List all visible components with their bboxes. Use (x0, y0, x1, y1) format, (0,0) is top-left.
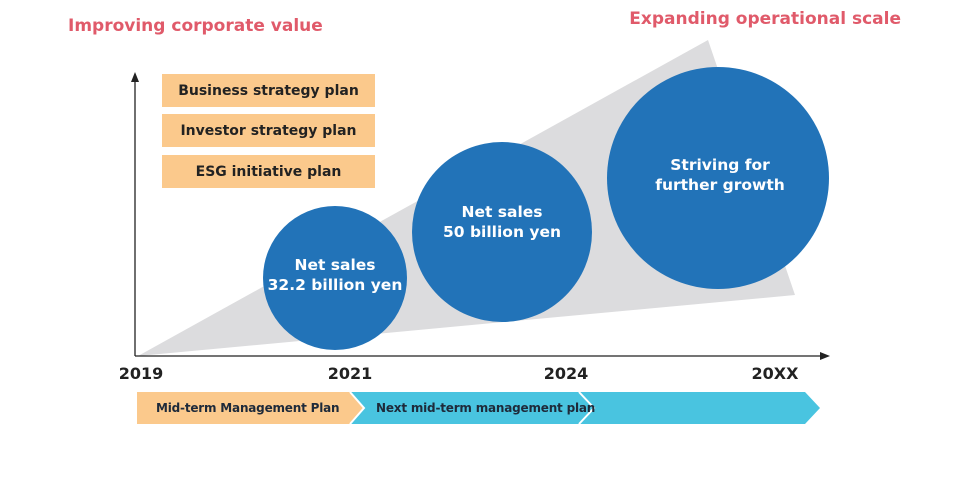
circle-label-2024: Net sales 50 billion yen (443, 203, 561, 243)
business-strategy-plan-box: Business strategy plan (162, 74, 375, 107)
phase-label-next-mid-term: Next mid-term management plan (376, 401, 596, 415)
circle-label-line: Net sales (461, 203, 543, 222)
phase-separator (349, 391, 366, 425)
phase-arrow-future (579, 392, 820, 424)
circle-net-sales-2021 (263, 206, 407, 350)
circle-label-line: 32.2 billion yen (267, 276, 403, 294)
circle-label-line: 50 billion yen (442, 223, 562, 241)
year-label-2021: 2021 (327, 364, 373, 383)
phase-arrow-next-mid-term (350, 392, 594, 424)
circle-label-line: further growth (655, 176, 785, 194)
improving-corporate-value-heading: Improving corporate value (68, 16, 323, 36)
phase-label-mid-term: Mid-term Management Plan (156, 401, 340, 415)
year-label-20xx: 20XX (751, 364, 799, 383)
circle-further-growth (607, 67, 829, 289)
investor-strategy-plan-box: Investor strategy plan (162, 114, 375, 147)
circle-label-2021: Net sales 32.2 billion yen (268, 256, 403, 296)
year-label-2024: 2024 (543, 364, 589, 383)
esg-initiative-plan-box: ESG initiative plan (162, 155, 375, 188)
circle-label-further-growth: Striving for further growth (655, 156, 785, 196)
expanding-operational-scale-heading: Expanding operational scale (629, 9, 901, 29)
y-axis-arrowhead (131, 72, 139, 82)
phase-separator (578, 391, 596, 425)
circle-label-line: Striving for (670, 156, 770, 175)
year-label-2019: 2019 (118, 364, 164, 383)
circle-net-sales-2024 (412, 142, 592, 322)
x-axis-arrowhead (820, 352, 830, 360)
phase-arrow-mid-term (137, 392, 364, 424)
circle-label-line: Net sales (294, 256, 376, 275)
